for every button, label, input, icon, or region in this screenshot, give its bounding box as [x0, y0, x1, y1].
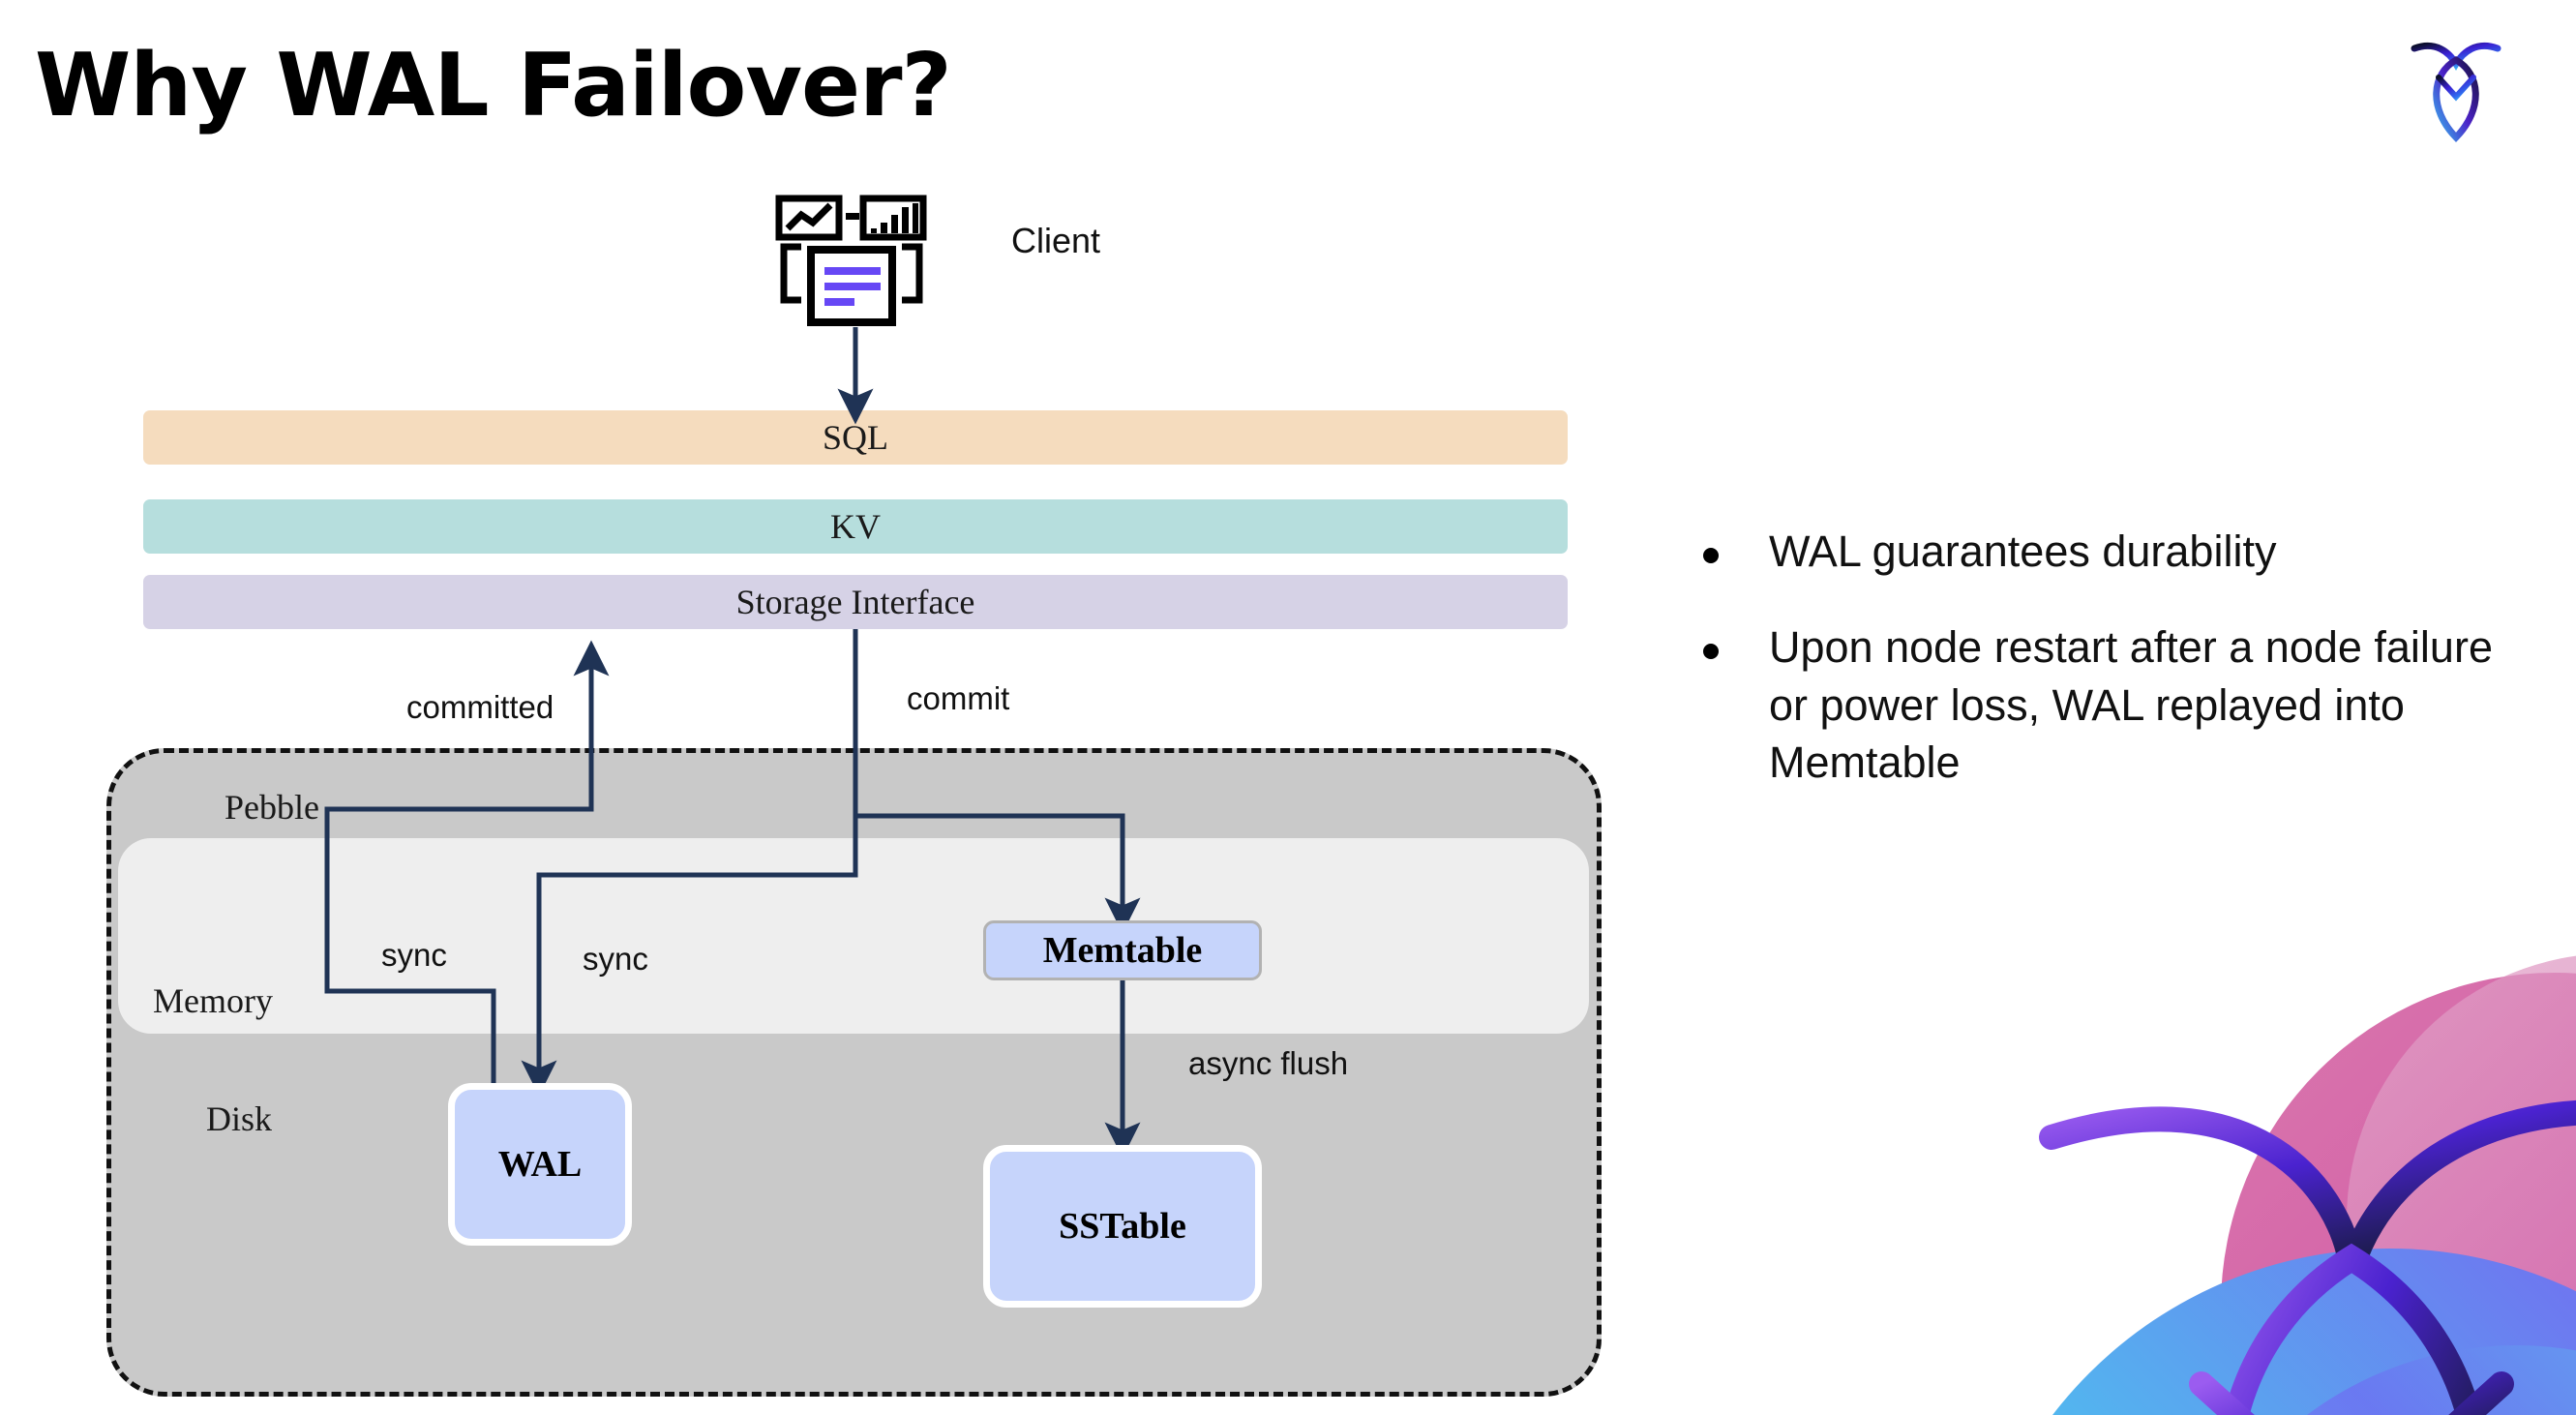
- disk-label: Disk: [206, 1099, 273, 1138]
- client-dashboard-icon: [775, 195, 927, 326]
- bullet-dot-icon: [1703, 548, 1719, 563]
- list-item: WAL guarantees durability: [1703, 523, 2535, 580]
- edge-label-async-flush: async flush: [1188, 1045, 1349, 1081]
- bullet-dot-icon: [1703, 644, 1719, 660]
- layer-bar-kv: KV: [143, 499, 1568, 554]
- edge-label-commit: commit: [907, 680, 1010, 716]
- page-title: Why WAL Failover?: [35, 35, 952, 136]
- edge-label-sync-right: sync: [583, 941, 648, 977]
- bullet-text: Upon node restart after a node failure o…: [1769, 622, 2493, 788]
- client-label: Client: [1011, 221, 1101, 260]
- decorative-gradient-art: [2039, 955, 2576, 1415]
- bullet-text: WAL guarantees durability: [1769, 527, 2277, 576]
- layer-bar-sql: SQL: [143, 410, 1568, 465]
- memory-region: [118, 838, 1589, 1034]
- memory-label: Memory: [153, 981, 273, 1020]
- edge-label-sync-left: sync: [381, 937, 447, 973]
- edge-label-committed: committed: [406, 689, 554, 725]
- pebble-label: Pebble: [225, 788, 319, 827]
- bullet-list: WAL guarantees durability Upon node rest…: [1703, 523, 2535, 830]
- list-item: Upon node restart after a node failure o…: [1703, 618, 2535, 791]
- node-wal: WAL: [448, 1083, 632, 1246]
- cockroach-labs-logo-icon: [2411, 42, 2501, 143]
- node-sstable: SSTable: [983, 1145, 1262, 1308]
- layer-bar-storage: Storage Interface: [143, 575, 1568, 629]
- node-memtable: Memtable: [983, 920, 1262, 980]
